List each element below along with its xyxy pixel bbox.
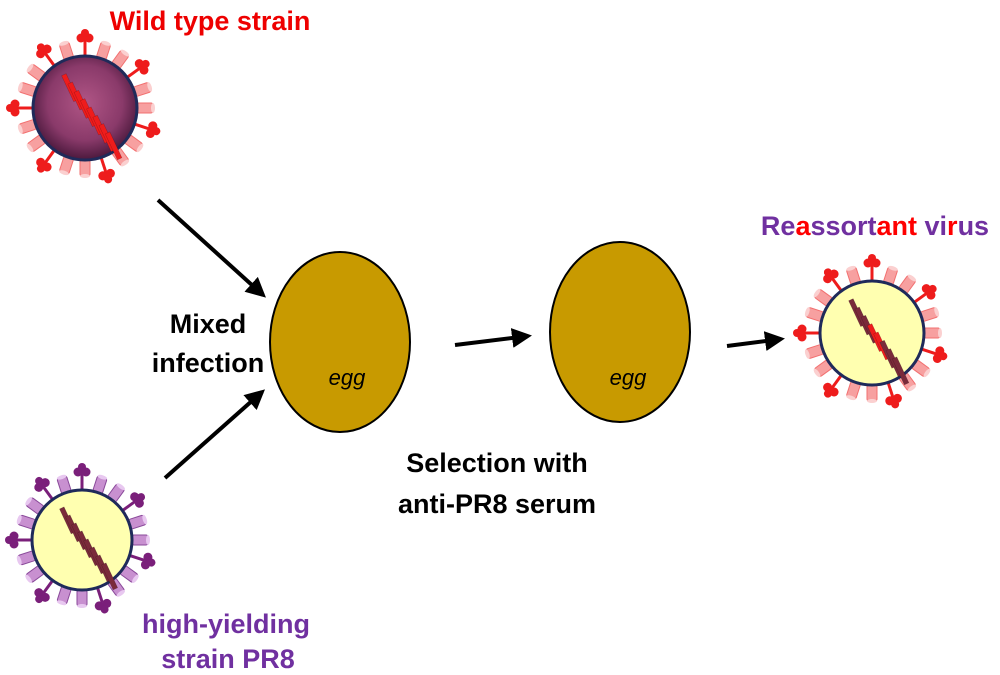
wild-type-virus-icon <box>6 29 161 184</box>
reassortant-label-part-1: a <box>795 211 811 241</box>
arrow-egg-to-egg <box>454 328 532 348</box>
egg-1 <box>269 251 411 433</box>
reassortant-label-part-2: ssort <box>810 211 876 241</box>
reassortant-label: Reassortant virus <box>761 211 989 241</box>
wild-type-label: Wild type strain <box>110 6 311 36</box>
egg-2-label: egg <box>610 365 647 390</box>
high-yielding-label-line2: strain PR8 <box>161 644 295 674</box>
high-yielding-label-line1: high-yielding <box>142 609 310 639</box>
reassortant-label-part-5: r <box>947 211 958 241</box>
egg-1-label: egg <box>329 365 366 390</box>
arrow-pr8-to-egg <box>163 389 265 480</box>
selection-label-line1: Selection with <box>406 448 588 478</box>
egg-2 <box>549 241 691 423</box>
reassortant-virus-icon <box>793 254 948 409</box>
mixed-infection-label-line2: infection <box>152 348 265 378</box>
arrow-wild-to-egg <box>156 198 266 298</box>
selection-label-line2: anti-PR8 serum <box>398 489 596 519</box>
pr8-virus-icon <box>5 463 156 614</box>
reassortant-label-part-6: us <box>958 211 990 241</box>
reassortant-label-part-0: Re <box>761 211 796 241</box>
arrow-egg-to-reassortant <box>726 331 785 351</box>
reassortant-label-part-4: vi <box>925 211 948 241</box>
reassortant-label-part-3: ant <box>877 211 925 241</box>
mixed-infection-label-line1: Mixed <box>170 309 247 339</box>
